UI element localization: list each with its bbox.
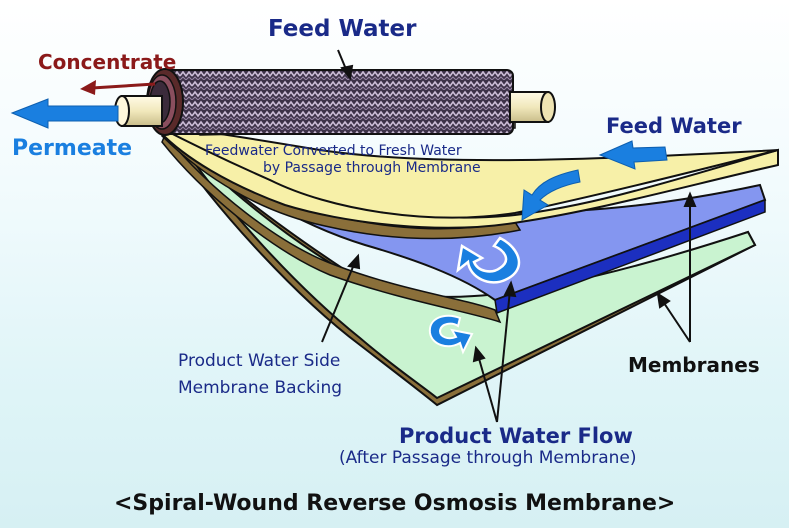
callout-backing-head [347,253,361,270]
permeate-tube-end [540,91,556,123]
feed-sheet-surface [154,124,779,219]
converted-text-line1: Feedwater Converted to Fresh Water [205,143,462,159]
product-flow-sub-label: (After Passage through Membrane) [339,448,637,468]
callout-membranes-upper-head [683,191,697,207]
callout-membranes-lower [661,299,691,343]
swirl-arrow-small-icon [428,314,474,355]
callout-product-lower-head [472,345,486,363]
roll-mesh [162,69,514,135]
membranes-label: Membranes [628,353,760,377]
swirl-arrow-icon [456,236,521,284]
callout-membranes-lower-head [656,291,671,309]
callout-product-lower [477,354,498,423]
callout-product-upper-head [503,280,517,298]
converted-text-line2: by Passage through Membrane [263,160,481,176]
concentrate-label: Concentrate [38,50,177,74]
permeate-arrow-icon [10,98,119,129]
callout-lines [321,49,697,423]
callout-backing [321,261,356,343]
feed-water-top-label: Feed Water [268,16,417,42]
permeate-label: Permeate [12,136,133,161]
bent-flow-arrow-icon [521,169,581,221]
concentrate-arrow-icon [80,80,156,95]
backing-label-line1: Product Water Side [178,351,341,371]
feed-arrow-icon [598,140,668,170]
blue-sheet-edge [494,198,766,315]
backing-label-line2: Membrane Backing [178,378,343,398]
diagram-title: <Spiral-Wound Reverse Osmosis Membrane> [114,491,676,516]
callout-feed-water-head [340,64,354,81]
feed-water-right-label: Feed Water [606,114,742,138]
backing-layer-middle [161,133,502,324]
callout-product-upper [496,289,511,423]
product-flow-label: Product Water Flow [399,424,633,448]
